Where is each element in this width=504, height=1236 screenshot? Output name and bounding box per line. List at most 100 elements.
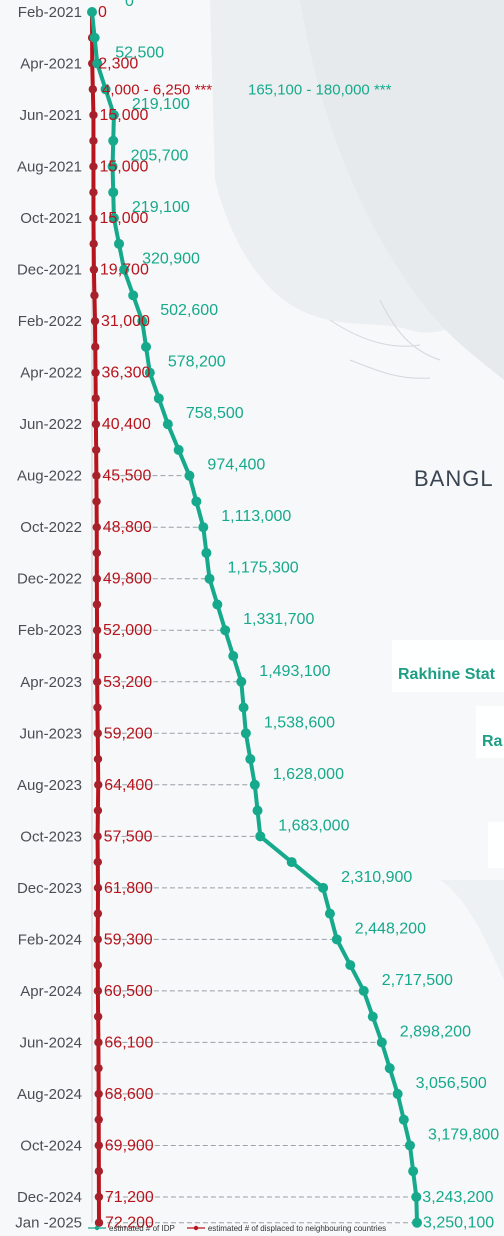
time-tick-label: Jun-2022 — [19, 416, 82, 433]
point-displaced — [89, 162, 98, 171]
data-label-displaced: 0 — [98, 4, 107, 21]
time-tick-label: Dec-2023 — [17, 880, 82, 897]
time-tick-label: Aug-2023 — [17, 777, 82, 794]
point-idp — [191, 496, 202, 507]
data-label-displaced: 61,800 — [104, 880, 153, 897]
data-label-idp: 3,243,200 — [422, 1189, 493, 1206]
point-displaced — [92, 523, 101, 532]
data-label-idp: 2,310,900 — [341, 869, 412, 886]
point-idp — [113, 238, 124, 249]
point-idp — [236, 676, 247, 687]
time-tick-label: Dec-2021 — [17, 262, 82, 279]
data-label-displaced: 15,000 — [99, 107, 148, 124]
point-idp — [318, 882, 329, 893]
point-displaced — [91, 394, 100, 403]
point-displaced — [94, 1089, 103, 1099]
data-label-idp: 974,400 — [207, 457, 265, 474]
annotation-idp-range: 165,100 - 180,000 *** — [248, 81, 392, 98]
time-tick-label: Aug-2022 — [17, 468, 82, 485]
data-label-displaced: 66,100 — [104, 1034, 153, 1051]
data-label-idp: 1,113,000 — [221, 508, 291, 525]
data-label-displaced: 45,500 — [102, 468, 151, 485]
point-displaced — [92, 651, 102, 661]
point-idp — [367, 1011, 378, 1022]
time-tick-label: Feb-2023 — [18, 622, 82, 639]
point-idp — [238, 702, 249, 713]
data-label-idp: 1,538,600 — [264, 714, 335, 731]
data-label-displaced: 31,000 — [101, 313, 150, 330]
point-displaced — [89, 265, 99, 274]
legend-swatch-idp — [88, 1225, 106, 1231]
point-displaced — [93, 703, 102, 712]
data-label-displaced: 2,300 — [98, 56, 138, 73]
point-idp — [412, 1217, 422, 1228]
point-displaced — [93, 986, 103, 996]
point-idp — [89, 32, 100, 43]
data-label-idp: 2,898,200 — [400, 1023, 471, 1040]
point-idp — [108, 187, 119, 198]
data-label-displaced: 52,000 — [103, 622, 152, 639]
point-idp — [119, 264, 130, 275]
legend-item-idp: estimated # of IDP — [88, 1224, 175, 1233]
point-idp — [408, 1166, 419, 1177]
point-displaced — [94, 1167, 104, 1176]
point-displaced — [94, 1063, 103, 1073]
data-label-idp: 3,056,500 — [416, 1075, 487, 1092]
map-label-state: Rakhine Stat — [398, 666, 495, 683]
point-idp — [255, 831, 266, 842]
time-tick-label: Dec-2024 — [17, 1189, 82, 1206]
time-tick-label: Feb-2024 — [18, 931, 82, 948]
point-displaced — [91, 342, 100, 352]
point-idp — [404, 1140, 415, 1151]
time-tick-label: Apr-2024 — [20, 983, 82, 1000]
data-label-idp: 1,331,700 — [243, 611, 314, 628]
point-displaced — [89, 188, 98, 197]
annotation-displaced-range: 4,000 - 6,250 *** — [102, 81, 212, 98]
data-label-idp: 502,600 — [160, 302, 218, 319]
map-label-country: BANGL — [414, 466, 494, 491]
data-label-displaced: 64,400 — [104, 777, 153, 794]
point-displaced — [88, 85, 98, 94]
point-displaced — [92, 677, 102, 686]
data-label-displaced: 36,300 — [102, 365, 151, 382]
point-idp — [108, 213, 119, 224]
data-label-idp: 1,683,000 — [278, 817, 349, 834]
time-tick-label: Apr-2021 — [20, 56, 82, 73]
data-label-displaced: 53,200 — [103, 674, 152, 691]
point-idp — [144, 367, 155, 378]
chart-legend: estimated # of IDP estimated # of displa… — [88, 1222, 398, 1234]
data-label-idp: 1,493,100 — [259, 663, 330, 680]
point-displaced — [91, 445, 101, 455]
data-label-idp: 3,179,800 — [428, 1126, 499, 1143]
time-tick-label: Feb-2021 — [18, 4, 82, 21]
data-label-idp: 2,717,500 — [382, 972, 453, 989]
point-displaced — [92, 626, 102, 635]
point-displaced — [89, 110, 98, 120]
point-displaced — [90, 316, 100, 326]
time-tick-label: Apr-2023 — [20, 674, 82, 691]
point-displaced — [94, 780, 103, 789]
map-label-state-short: Ra — [482, 733, 503, 750]
data-label-idp: 758,500 — [186, 405, 244, 422]
point-displaced — [93, 832, 102, 841]
point-idp — [137, 316, 148, 327]
data-label-displaced: 72,200 — [105, 1215, 154, 1232]
point-idp — [184, 470, 195, 481]
point-displaced — [93, 857, 102, 867]
data-label-idp: 2,448,200 — [355, 920, 426, 937]
point-idp — [173, 444, 184, 455]
point-idp — [204, 573, 215, 584]
point-displaced — [93, 754, 103, 764]
point-displaced — [89, 136, 98, 145]
data-label-displaced: 59,300 — [104, 931, 153, 948]
point-idp — [358, 985, 369, 996]
data-label-displaced: 59,200 — [104, 725, 153, 742]
data-label-displaced: 57,500 — [104, 828, 153, 845]
data-label-idp: 219,100 — [132, 199, 190, 216]
point-idp — [411, 1191, 422, 1202]
time-tick-label: Oct-2022 — [20, 519, 82, 536]
point-idp — [392, 1088, 403, 1099]
time-tick-label: Jun-2023 — [19, 725, 82, 742]
